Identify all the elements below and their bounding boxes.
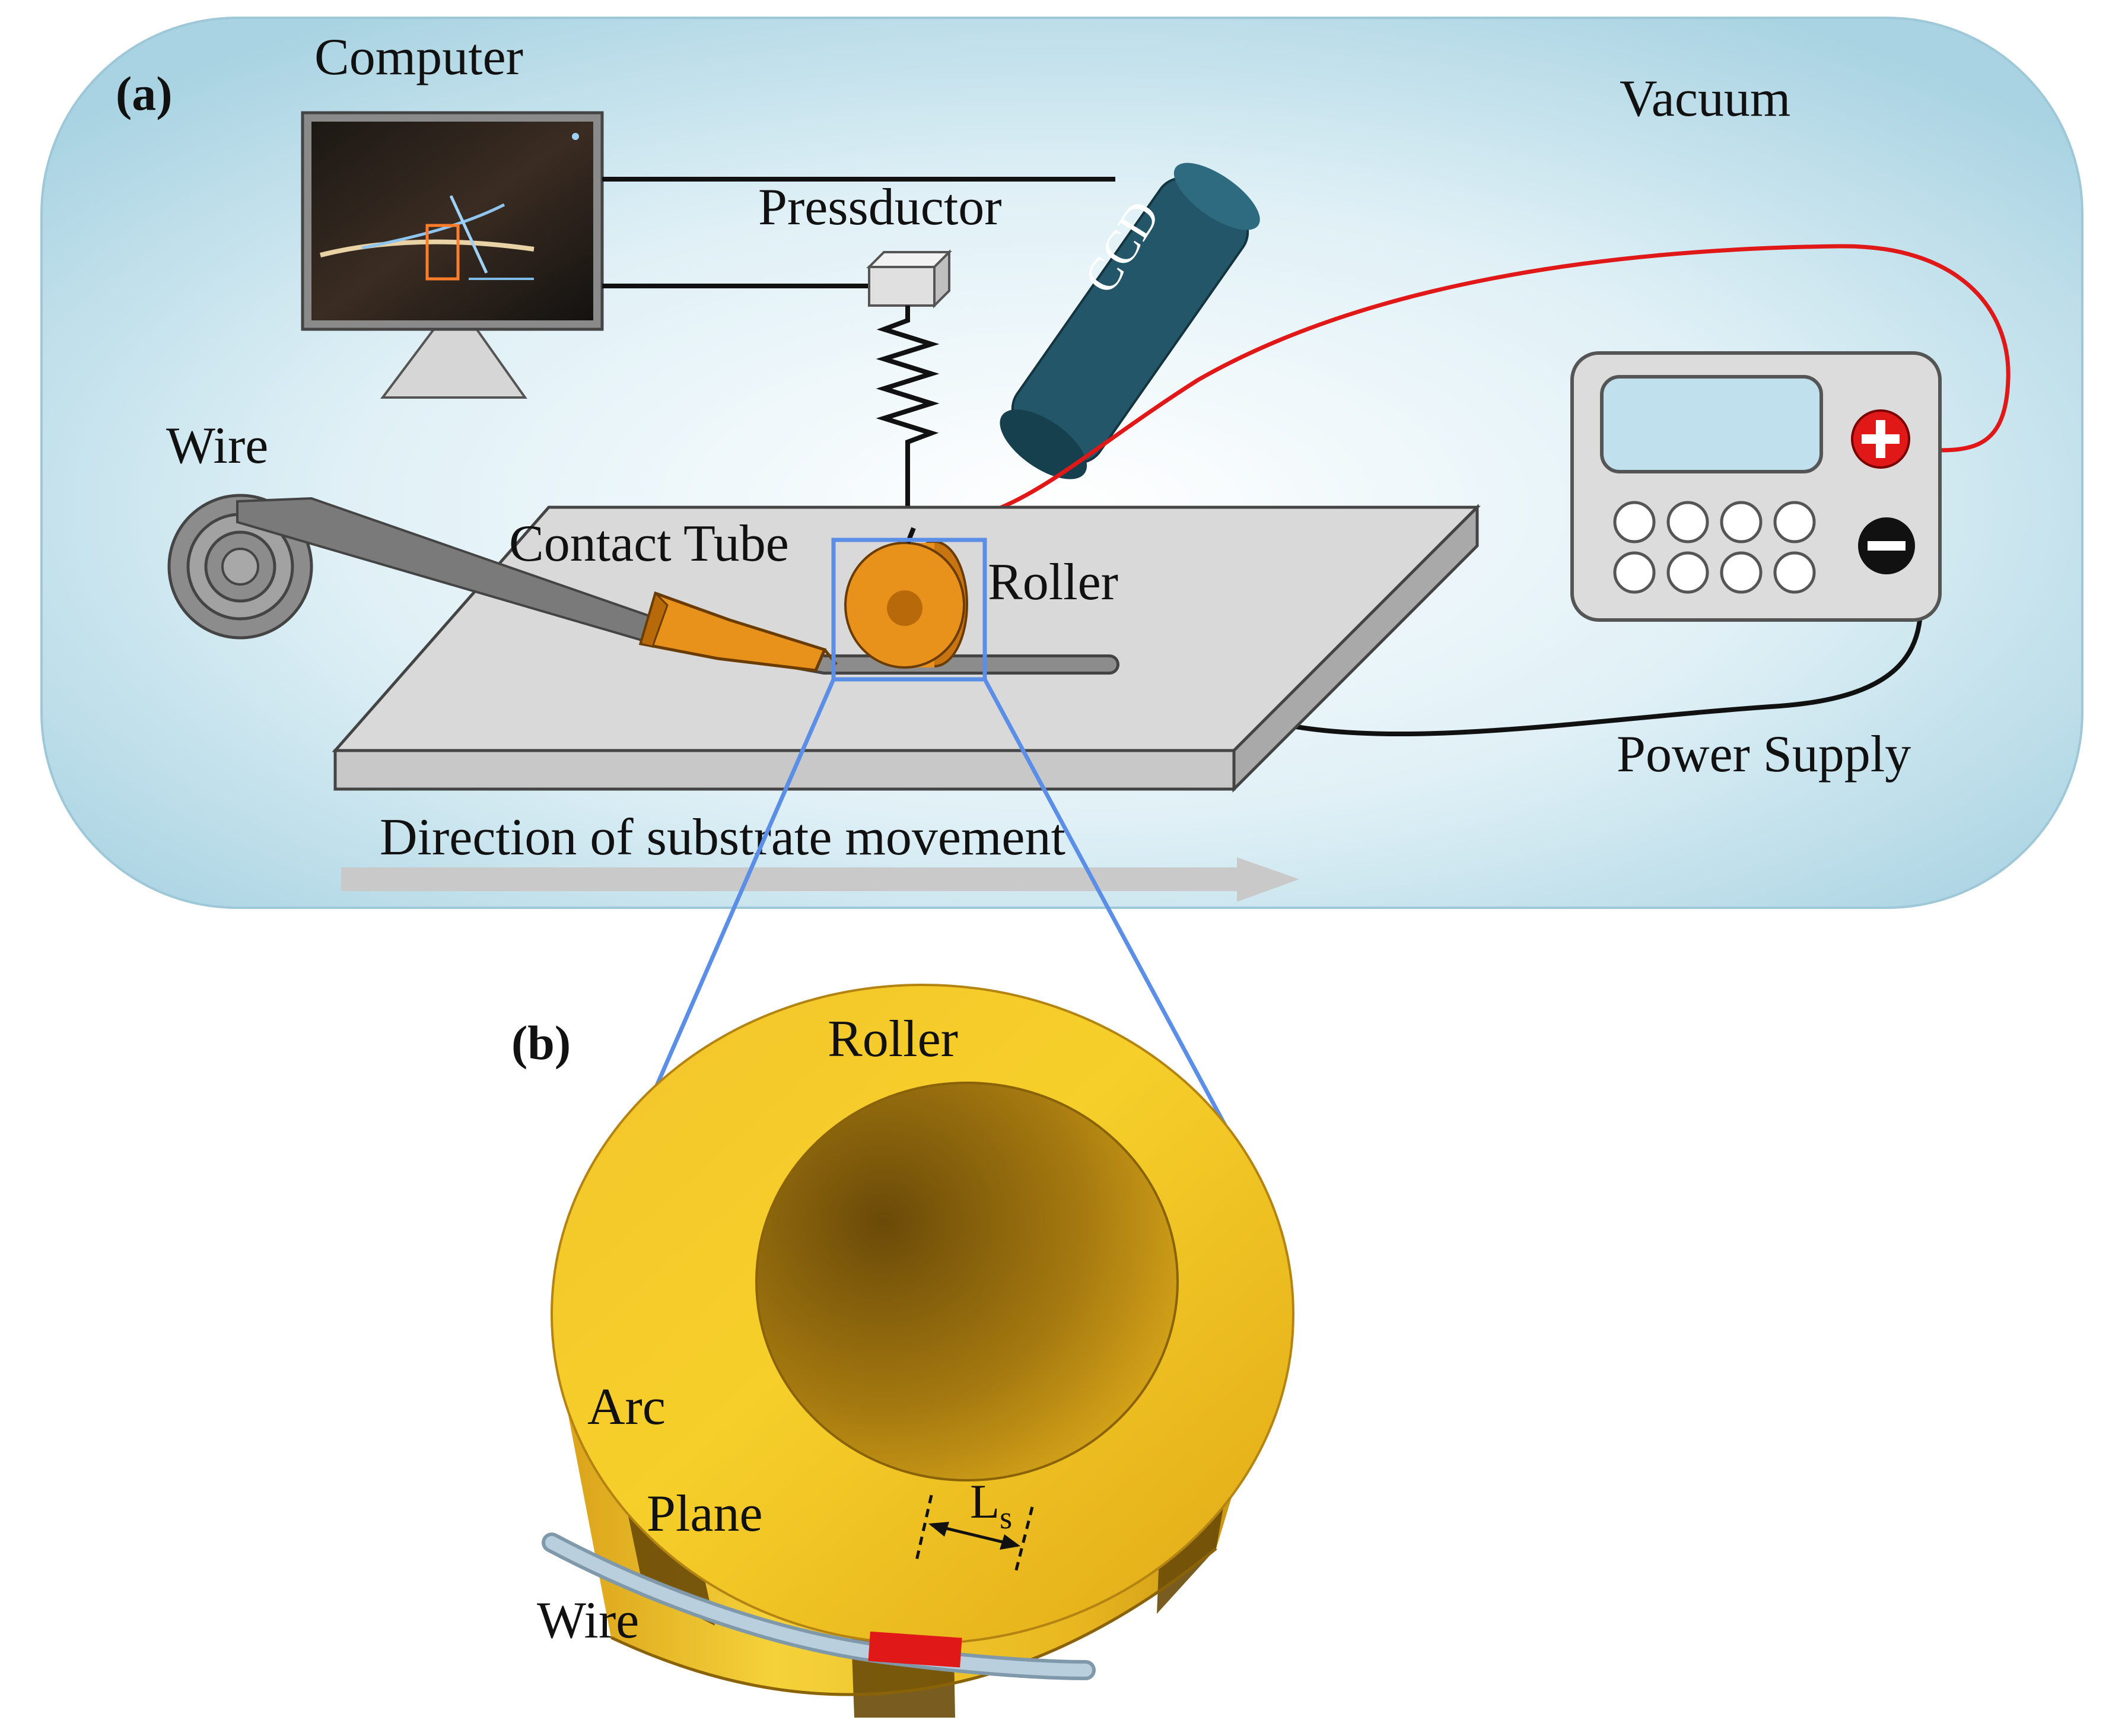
pressductor-sensor-icon <box>866 249 952 570</box>
computer-label: Computer <box>314 28 523 86</box>
panel-b-tag: (b) <box>511 1016 571 1070</box>
roller-icon <box>844 540 968 669</box>
ls-boundary-right <box>1014 1506 1034 1573</box>
roller-label-b: Roller <box>828 1010 958 1068</box>
zoom-box <box>831 538 987 682</box>
roller-label-a: Roller <box>988 554 1118 611</box>
ccd-camera-icon <box>1000 163 1260 479</box>
direction-label: Direction of substrate movement <box>380 809 1065 866</box>
negative-terminal-icon <box>1858 517 1915 574</box>
ls-boundary-left <box>915 1495 933 1561</box>
pressductor-label: Pressductor <box>758 179 1002 236</box>
panel-b: (b) Ls Roller Arc Plane W <box>511 984 1294 1718</box>
contact-tube-icon <box>638 591 838 672</box>
roller-detail-icon <box>551 984 1294 1718</box>
ls-label: Ls <box>970 1474 1012 1535</box>
panel-a: (a) Vacuum Computer Pressductor <box>40 17 2083 909</box>
arc-label: Arc <box>587 1378 666 1436</box>
power-supply-icon <box>1570 351 1942 622</box>
computer-monitor-icon <box>301 111 604 399</box>
wire-label-a: Wire <box>166 417 268 475</box>
positive-cable <box>913 244 2011 530</box>
substrate-plate <box>332 503 1481 793</box>
plane-label: Plane <box>647 1485 763 1543</box>
contact-tube-label: Contact Tube <box>509 515 789 573</box>
panel-a-tag: (a) <box>116 66 173 120</box>
direction-arrow-icon <box>341 857 1299 902</box>
deposit-segment <box>868 1631 962 1668</box>
positive-terminal-icon <box>1851 409 1910 469</box>
vacuum-label: Vacuum <box>1620 70 1790 128</box>
power-supply-label: Power Supply <box>1617 726 1911 783</box>
wire-label-b: Wire <box>537 1592 639 1649</box>
